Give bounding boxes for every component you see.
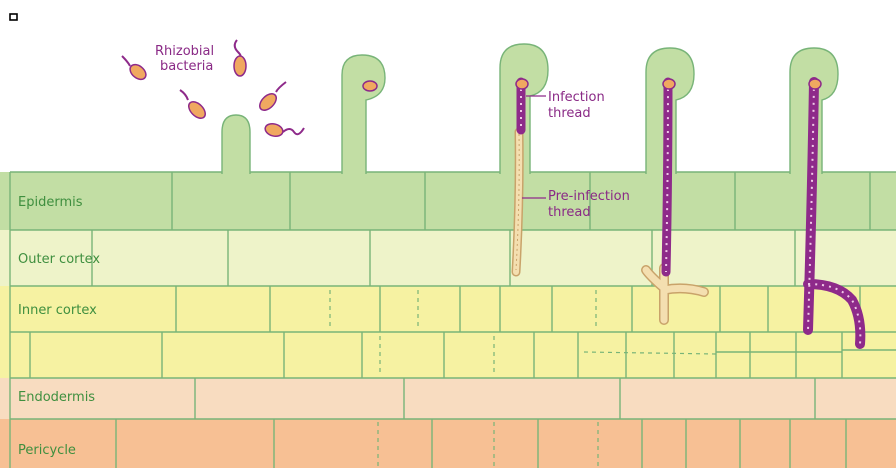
corner-marker — [10, 14, 17, 20]
infection-thread-label-line1: Infection — [548, 90, 605, 105]
bacterium-1 — [122, 56, 149, 82]
layer-label-inner-cortex: Inner cortex — [18, 303, 97, 318]
bacterium-2 — [234, 40, 246, 76]
bacterium-3 — [180, 90, 208, 121]
rhizobial-label-line1: Rhizobial — [155, 44, 214, 59]
root-hairs — [222, 44, 838, 174]
bacterium-5 — [264, 122, 304, 138]
outer-cortex-band — [0, 230, 896, 286]
layer-label-pericycle: Pericycle — [18, 443, 76, 458]
root-hair-2 — [342, 55, 385, 174]
endodermis-band — [0, 378, 896, 419]
layer-label-epidermis: Epidermis — [18, 195, 83, 210]
layer-label-endodermis: Endodermis — [18, 390, 95, 405]
rhizobial-label-line2: bacteria — [160, 59, 213, 74]
infection-thread-label-line2: thread — [548, 106, 591, 121]
preinfection-thread-label-line2: thread — [548, 205, 591, 220]
preinfection-thread — [516, 132, 519, 272]
preinfection-thread-label-line1: Pre-infection — [548, 189, 630, 204]
root-hair-1 — [222, 115, 250, 174]
pericycle-band — [0, 419, 896, 468]
epidermis-band — [0, 172, 896, 230]
layer-label-outer-cortex: Outer cortex — [18, 252, 100, 267]
bacterium-4 — [257, 82, 286, 113]
tissue-layers — [0, 172, 896, 468]
